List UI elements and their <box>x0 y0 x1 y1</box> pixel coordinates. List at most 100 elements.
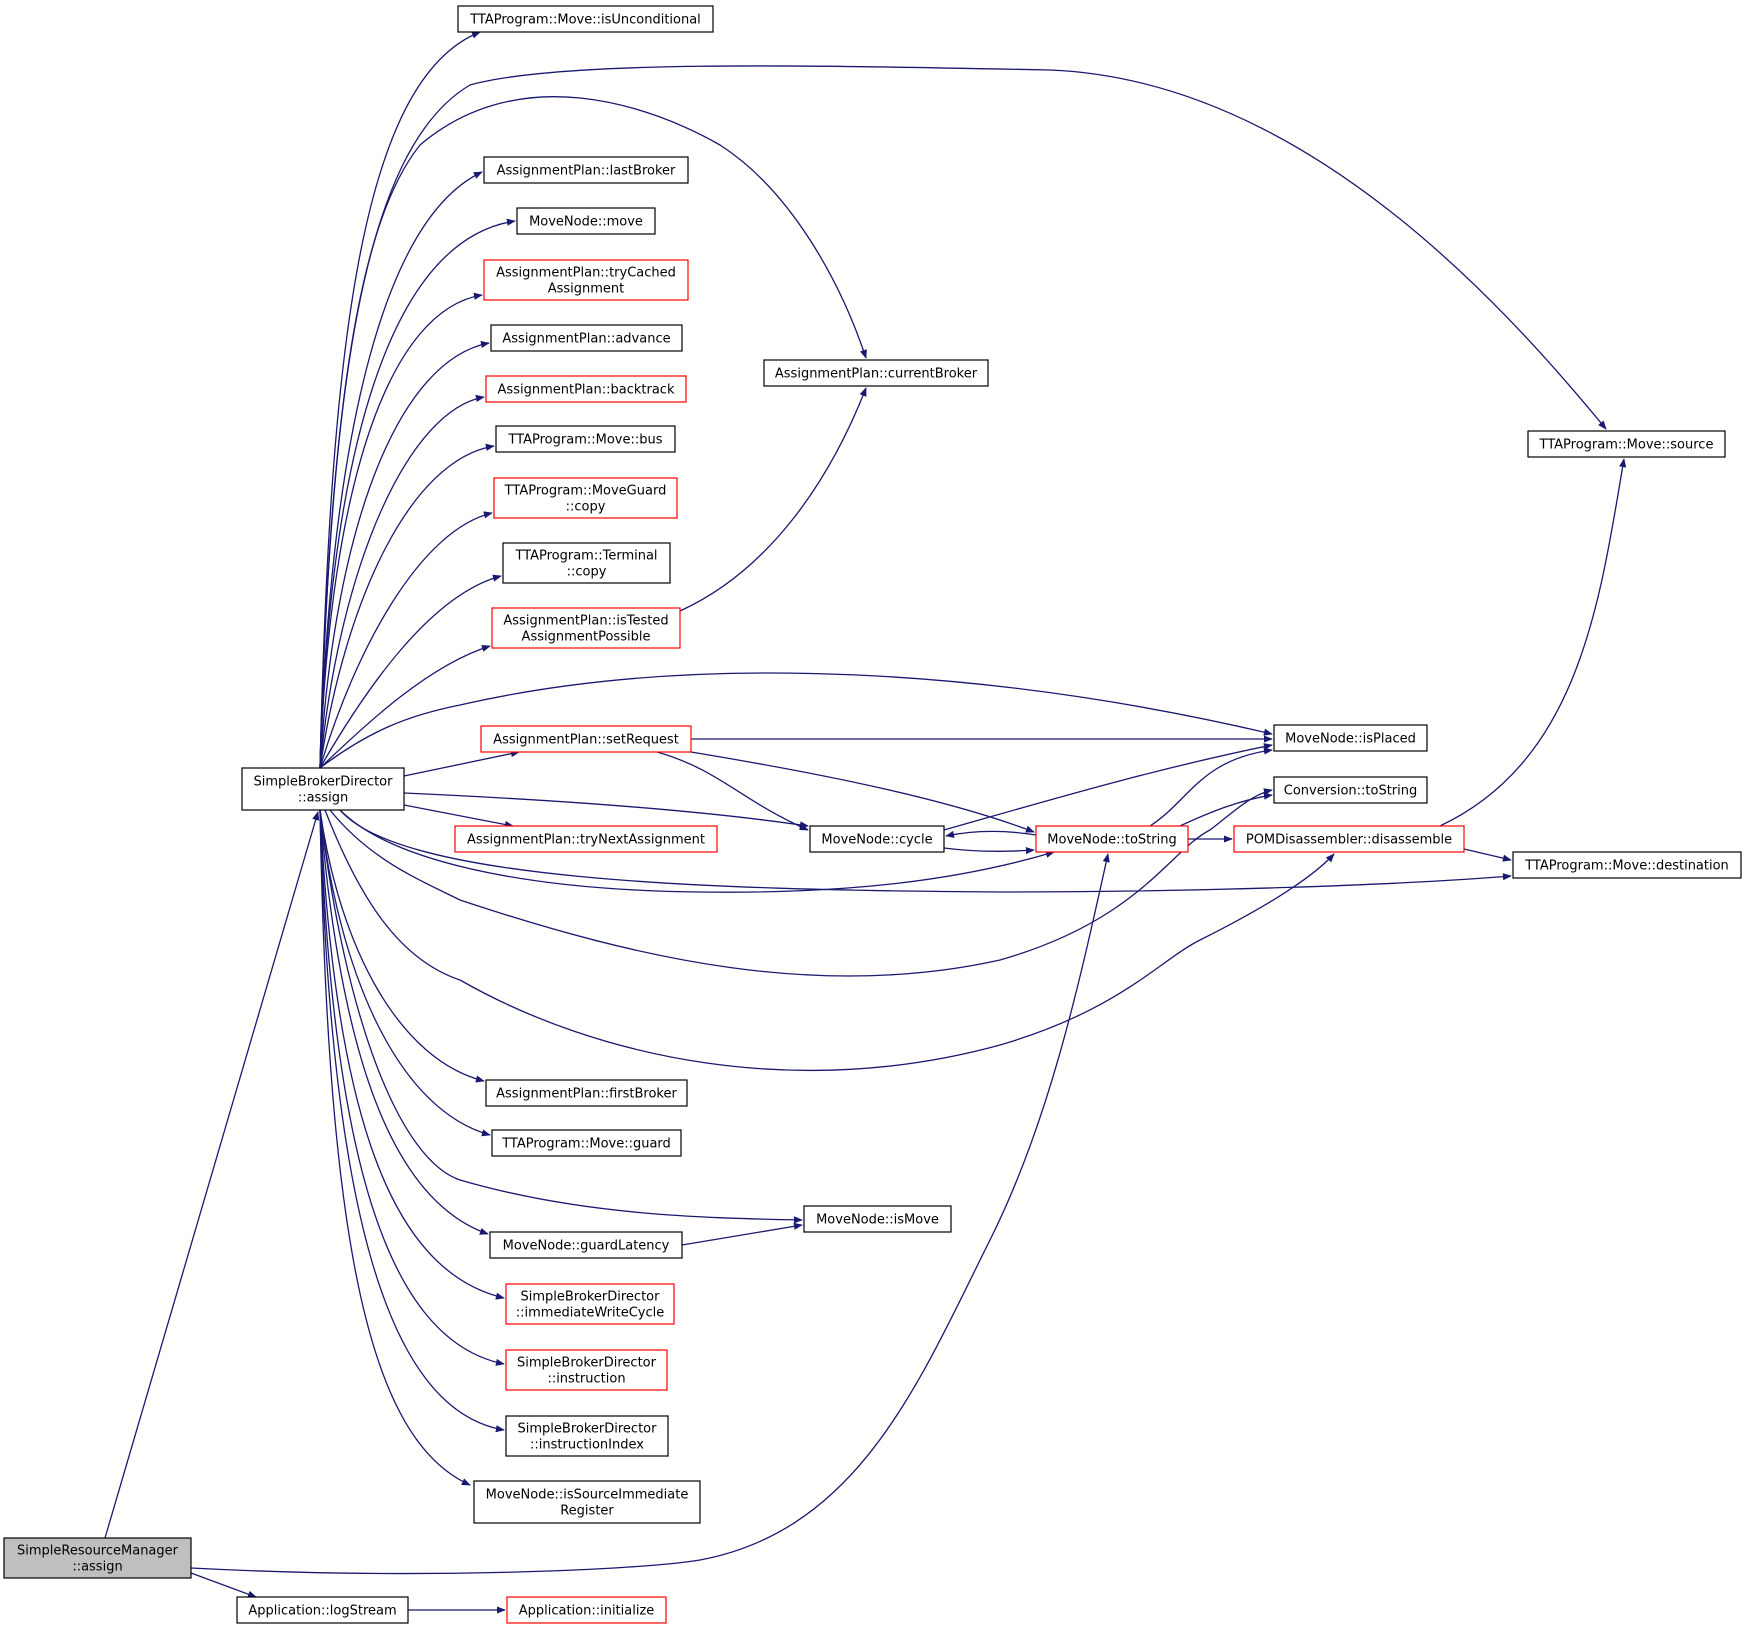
node-mn_guardlatency[interactable]: MoveNode::guardLatency <box>489 1231 683 1259</box>
node-sbd_instrindex[interactable]: SimpleBrokerDirector::instructionIndex <box>505 1415 669 1457</box>
node-box[interactable] <box>502 542 671 584</box>
edge-ap_setrequest-to-mn_tostring <box>690 751 1035 833</box>
node-ap_currentbroker[interactable]: AssignmentPlan::currentBroker <box>763 359 989 387</box>
node-label-line: AssignmentPlan::lastBroker <box>497 164 676 179</box>
node-label-line: MoveNode::toString <box>1047 833 1176 848</box>
node-label-line: Assignment <box>548 282 625 297</box>
node-label-line: SimpleBrokerDirector <box>254 775 394 790</box>
node-box[interactable] <box>1512 851 1742 879</box>
node-label-line: AssignmentPlan::tryCached <box>496 266 676 281</box>
node-label-line: SimpleBrokerDirector <box>518 1422 658 1437</box>
node-sbd_instruction[interactable]: SimpleBrokerDirector::instruction <box>505 1349 668 1391</box>
node-box[interactable] <box>491 1129 682 1157</box>
edge-sbd_assign-to-ap_backtrack <box>319 394 485 769</box>
node-ap_istested[interactable]: AssignmentPlan::isTestedAssignmentPossib… <box>491 607 681 649</box>
node-box[interactable] <box>483 156 689 184</box>
node-box[interactable] <box>505 1349 668 1391</box>
node-box[interactable] <box>241 767 405 811</box>
node-mn_move[interactable]: MoveNode::move <box>516 207 656 235</box>
node-mg_copy[interactable]: TTAProgram::MoveGuard::copy <box>493 477 678 519</box>
node-srm_assign[interactable]: SimpleResourceManager::assign <box>3 1537 192 1579</box>
node-box[interactable] <box>457 5 714 33</box>
node-mn_isplaced[interactable]: MoveNode::isPlaced <box>1273 724 1428 752</box>
node-label-line: MoveNode::isMove <box>816 1213 939 1228</box>
node-box[interactable] <box>489 1231 683 1259</box>
node-mn_cycle[interactable]: MoveNode::cycle <box>809 825 945 853</box>
edge-sbd_assign-to-sbd_iwc <box>319 809 505 1300</box>
node-pom_disassemble[interactable]: POMDisassembler::disassemble <box>1233 825 1465 853</box>
node-box[interactable] <box>493 477 678 519</box>
node-ap_trynext[interactable]: AssignmentPlan::tryNextAssignment <box>454 825 718 853</box>
node-ap_firstbroker[interactable]: AssignmentPlan::firstBroker <box>485 1079 688 1107</box>
node-box[interactable] <box>490 324 683 352</box>
node-box[interactable] <box>491 607 681 649</box>
node-box[interactable] <box>505 1283 675 1325</box>
node-app_logstream[interactable]: Application::logStream <box>236 1596 409 1624</box>
node-box[interactable] <box>1273 724 1428 752</box>
node-box[interactable] <box>480 725 692 753</box>
node-move_isuncond[interactable]: TTAProgram::Move::isUnconditional <box>457 5 714 33</box>
node-box[interactable] <box>236 1596 409 1624</box>
edge-srm_assign-to-app_logstream <box>190 1572 257 1598</box>
edge-sbd_assign-to-mn_issrcimm <box>319 809 471 1486</box>
node-box[interactable] <box>763 359 989 387</box>
node-ap_setrequest[interactable]: AssignmentPlan::setRequest <box>480 725 692 753</box>
node-sbd_iwc[interactable]: SimpleBrokerDirector::immediateWriteCycl… <box>505 1283 675 1325</box>
node-label-line: TTAProgram::Move::destination <box>1524 859 1729 874</box>
node-box[interactable] <box>1527 430 1726 458</box>
node-label-line: Application::initialize <box>519 1604 655 1619</box>
node-box[interactable] <box>516 207 656 235</box>
edge-sbd_assign-to-ap_trynext <box>403 804 514 829</box>
node-label-line: ::assign <box>72 1560 122 1575</box>
edge-sbd_assign-to-sbd_instruction <box>319 809 505 1366</box>
node-conv_tostring[interactable]: Conversion::toString <box>1273 776 1428 804</box>
node-ap_lastbroker[interactable]: AssignmentPlan::lastBroker <box>483 156 689 184</box>
edge-sbd_assign-to-term_copy <box>319 574 502 769</box>
node-sbd_assign[interactable]: SimpleBrokerDirector::assign <box>241 767 405 811</box>
node-box[interactable] <box>3 1537 192 1579</box>
node-move_bus[interactable]: TTAProgram::Move::bus <box>495 425 676 453</box>
node-box[interactable] <box>454 825 718 853</box>
node-box[interactable] <box>1233 825 1465 853</box>
node-box[interactable] <box>485 1079 688 1107</box>
node-label-line: POMDisassembler::disassemble <box>1246 833 1452 848</box>
node-box[interactable] <box>506 1596 667 1624</box>
edges-layer <box>104 31 1627 1614</box>
node-term_copy[interactable]: TTAProgram::Terminal::copy <box>502 542 671 584</box>
node-ap_advance[interactable]: AssignmentPlan::advance <box>490 324 683 352</box>
node-app_initialize[interactable]: Application::initialize <box>506 1596 667 1624</box>
edge-sbd_assign-to-ap_setrequest <box>403 750 520 777</box>
edge-pom_disassemble-to-move_source <box>1439 458 1627 827</box>
node-label-line: SimpleResourceManager <box>17 1544 179 1559</box>
node-label-line: ::copy <box>566 500 606 515</box>
edge-sbd_assign-to-move_isuncond <box>319 31 481 769</box>
edge-mn_guardlatency-to-mn_ismove <box>681 1222 803 1246</box>
node-ap_backtrack[interactable]: AssignmentPlan::backtrack <box>485 375 687 403</box>
node-move_guard[interactable]: TTAProgram::Move::guard <box>491 1129 682 1157</box>
edge-mn_cycle-to-mn_isplaced <box>943 743 1273 831</box>
node-box[interactable] <box>803 1205 952 1233</box>
node-label-line: AssignmentPlan::firstBroker <box>496 1087 677 1102</box>
node-box[interactable] <box>473 1480 701 1524</box>
node-box[interactable] <box>1035 825 1189 853</box>
edge-mn_tostring-to-mn_cycle <box>945 830 1037 838</box>
node-box[interactable] <box>1273 776 1428 804</box>
node-move_source[interactable]: TTAProgram::Move::source <box>1527 430 1726 458</box>
edge-sbd_assign-to-conv_tostring <box>329 788 1273 977</box>
node-label-line: TTAProgram::Move::guard <box>501 1137 671 1152</box>
node-box[interactable] <box>809 825 945 853</box>
node-box[interactable] <box>483 259 689 301</box>
node-move_destination[interactable]: TTAProgram::Move::destination <box>1512 851 1742 879</box>
node-box[interactable] <box>505 1415 669 1457</box>
node-label-line: Conversion::toString <box>1284 784 1418 799</box>
node-mn_tostring[interactable]: MoveNode::toString <box>1035 825 1189 853</box>
edge-sbd_assign-to-mn_cycle <box>403 792 809 829</box>
node-mn_ismove[interactable]: MoveNode::isMove <box>803 1205 952 1233</box>
edge-sbd_assign-to-ap_trycached <box>319 292 483 769</box>
node-box[interactable] <box>485 375 687 403</box>
node-box[interactable] <box>495 425 676 453</box>
edge-sbd_assign-to-ap_advance <box>319 340 490 769</box>
